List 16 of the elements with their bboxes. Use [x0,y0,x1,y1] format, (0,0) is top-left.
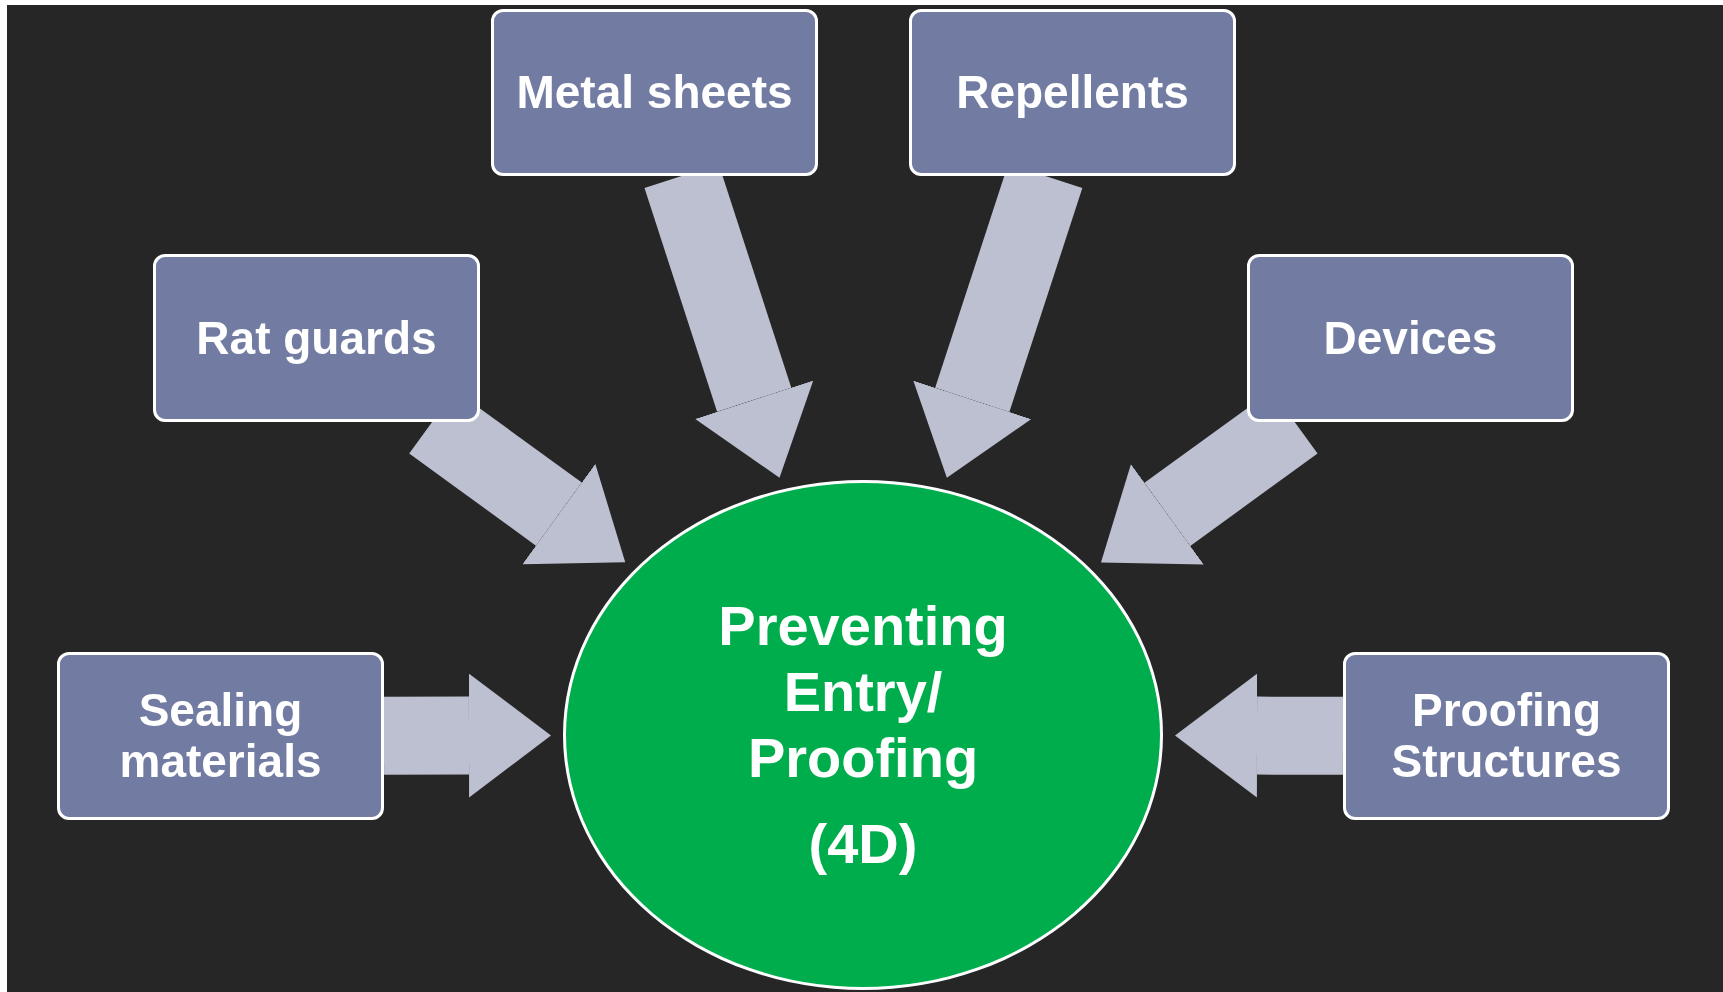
box-label: Repellents [956,67,1189,118]
label-box [909,9,1236,176]
block-arrow [1175,673,1344,798]
center-label: (4D) [808,811,918,878]
label-box [491,9,818,176]
label-box [1247,254,1574,422]
block-arrow [383,673,551,798]
center-label: Preventing Entry/ Proofing [717,592,1009,791]
box-label: Proofing Structures [1390,685,1623,787]
box-label: Devices [1323,312,1498,364]
label-box [57,652,384,820]
box-label: Sealing materials [118,685,323,787]
label-box [1343,652,1670,820]
box-label: Metal sheets [516,67,793,118]
label-box [153,254,480,422]
box-label: Rat guards [196,312,437,364]
